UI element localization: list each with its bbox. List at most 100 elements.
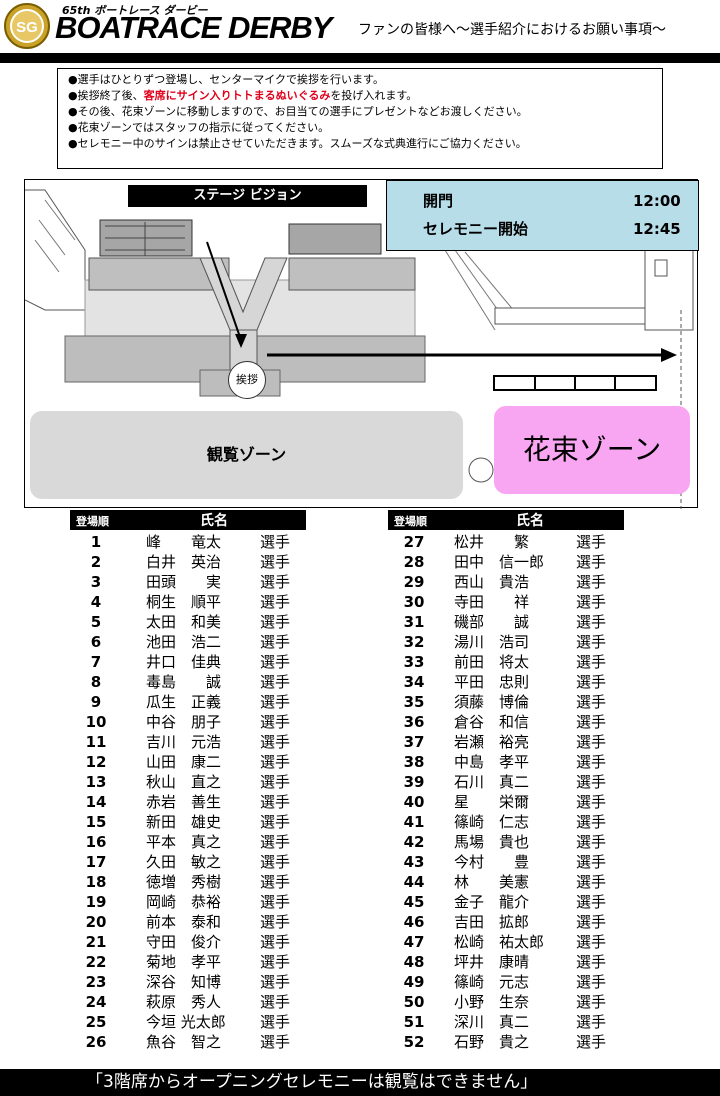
notice-line: ●セレモニー中のサインは禁止させていただきます。スムーズな式典進行にご協力くださ… [68, 136, 662, 152]
entry-order: 11 [85, 733, 107, 751]
racer-name: 池田 浩二 [146, 633, 222, 651]
entry-order: 26 [85, 1033, 107, 1051]
schedule-box: 開門 12:00 セレモニー開始 12:45 [386, 180, 699, 251]
footer-notice: 「3階席からオープニングセレモニーは観覧はできません」 [0, 1069, 720, 1096]
racer-name: 湯川 浩司 [454, 633, 530, 651]
racer-suffix: 選手 [260, 873, 291, 891]
entry-order: 34 [403, 673, 425, 691]
racer-name: 田中 信一郎 [454, 553, 545, 571]
racer-name: 石野 貴之 [454, 1033, 530, 1051]
entry-order: 37 [403, 733, 425, 751]
entry-order: 1 [90, 533, 102, 551]
entry-order: 5 [90, 613, 102, 631]
entry-order: 39 [403, 773, 425, 791]
entry-order: 38 [403, 753, 425, 771]
racer-suffix: 選手 [576, 853, 607, 871]
entry-order: 24 [85, 993, 107, 1011]
racer-name: 魚谷 智之 [146, 1033, 222, 1051]
entry-order: 17 [85, 853, 107, 871]
racer-suffix: 選手 [576, 713, 607, 731]
racer-suffix: 選手 [260, 553, 291, 571]
racer-suffix: 選手 [576, 753, 607, 771]
entry-order: 27 [403, 533, 425, 551]
entry-order: 42 [403, 833, 425, 851]
entrant-row: 21 守田 俊介 選手 [76, 932, 316, 952]
entry-order: 48 [403, 953, 425, 971]
racer-suffix: 選手 [260, 733, 291, 751]
notice-text: ●花束ゾーンではスタッフの指示に従ってください。 [68, 121, 330, 134]
racer-suffix: 選手 [260, 673, 291, 691]
entry-order: 43 [403, 853, 425, 871]
notice-box: ●選手はひとりずつ登場し、センターマイクで挨拶を行います。 ●挨拶終了後、客席に… [57, 68, 663, 169]
racer-suffix: 選手 [576, 593, 607, 611]
racer-suffix: 選手 [260, 853, 291, 871]
entry-order: 8 [90, 673, 102, 691]
racer-name: 小野 生奈 [454, 993, 530, 1011]
racer-name: 久田 敏之 [146, 853, 222, 871]
racer-suffix: 選手 [576, 933, 607, 951]
order-header: 登場順 [394, 515, 427, 528]
logo-text: SG [16, 19, 38, 36]
racer-name: 磯部 誠 [454, 613, 530, 631]
racer-suffix: 選手 [260, 693, 291, 711]
racer-suffix: 選手 [260, 933, 291, 951]
notice-line: ●花束ゾーンではスタッフの指示に従ってください。 [68, 120, 662, 136]
racer-suffix: 選手 [576, 913, 607, 931]
entry-order: 52 [403, 1033, 425, 1051]
racer-name: 平本 真之 [146, 833, 222, 851]
stage-vision-label: ステージ ビジョン [128, 185, 367, 207]
racer-suffix: 選手 [260, 993, 291, 1011]
notice-text: を投げ入れます。 [330, 89, 418, 102]
entry-order: 9 [90, 693, 102, 711]
racer-name: 前田 将太 [454, 653, 530, 671]
entry-order: 6 [90, 633, 102, 651]
entrant-row: 8 毒島 誠 選手 [76, 672, 316, 692]
racer-suffix: 選手 [576, 993, 607, 1011]
racer-suffix: 選手 [576, 813, 607, 831]
racer-name: 守田 俊介 [146, 933, 222, 951]
racer-name: 毒島 誠 [146, 673, 222, 691]
entry-order: 14 [85, 793, 107, 811]
entry-order: 21 [85, 933, 107, 951]
racer-name: 星 栄爾 [454, 793, 530, 811]
sg-logo: SG [4, 3, 50, 49]
entry-order: 49 [403, 973, 425, 991]
ceremony-time: 12:45 [633, 220, 681, 238]
racer-name: 深谷 知博 [146, 973, 222, 991]
racer-suffix: 選手 [260, 653, 291, 671]
order-header: 登場順 [76, 515, 109, 528]
racer-name: 白井 英治 [146, 553, 222, 571]
racer-suffix: 選手 [576, 773, 607, 791]
racer-suffix: 選手 [576, 633, 607, 651]
racer-name: 中谷 朋子 [146, 713, 222, 731]
entry-order: 33 [403, 653, 425, 671]
entry-order: 31 [403, 613, 425, 631]
racer-name: 中島 孝平 [454, 753, 530, 771]
racer-suffix: 選手 [576, 733, 607, 751]
left-table-header: 登場順 氏名 [70, 510, 306, 530]
racer-name: 深川 真二 [454, 1013, 530, 1031]
racer-name: 今垣 光太郎 [146, 1013, 226, 1031]
racer-name: 前本 泰和 [146, 913, 222, 931]
racer-suffix: 選手 [576, 533, 607, 551]
racer-name: 馬場 貴也 [454, 833, 530, 851]
racer-name: 新田 雄史 [146, 813, 222, 831]
racer-suffix: 選手 [576, 673, 607, 691]
